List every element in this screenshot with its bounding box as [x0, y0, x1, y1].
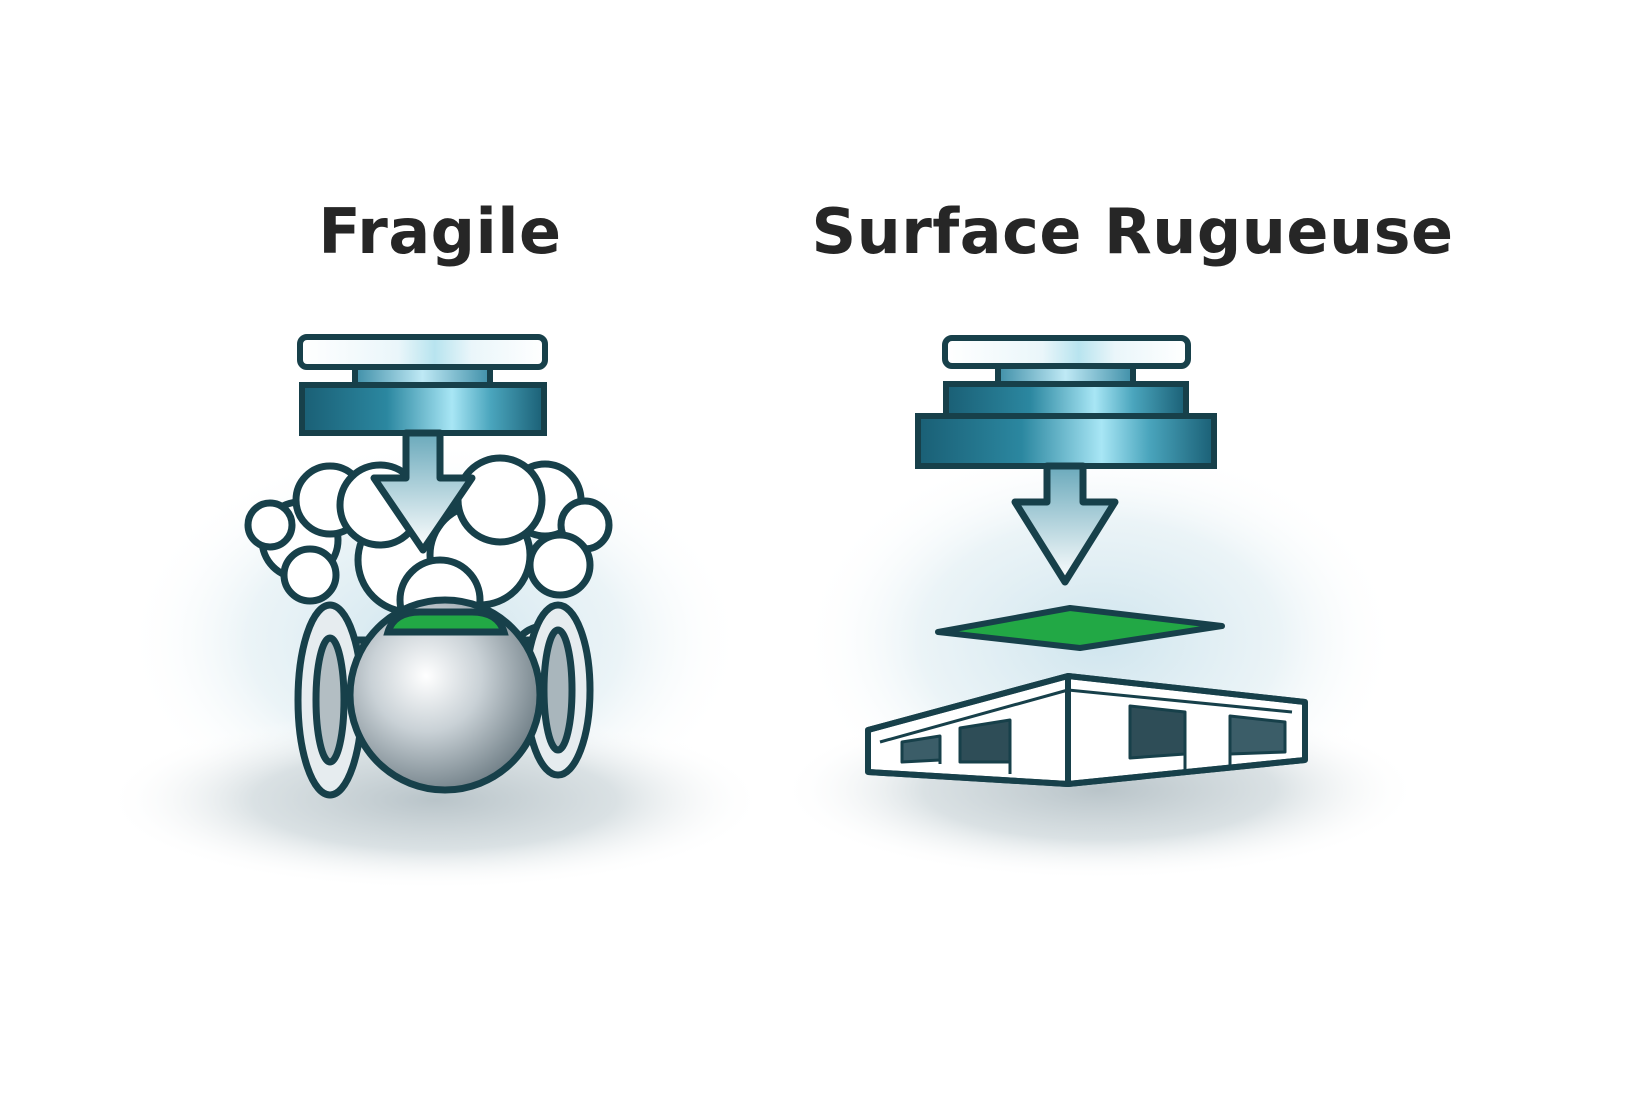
suction-cup-icon [915, 335, 1217, 469]
title-rough-surface: Surface Rugueuse [811, 195, 1454, 268]
title-fragile: Fragile [318, 195, 562, 268]
suction-pad-icon [935, 605, 1225, 651]
suction-cup-icon [297, 334, 548, 436]
down-arrow-icon [370, 429, 476, 554]
pallet-icon [865, 673, 1308, 787]
valve-icon [294, 596, 594, 799]
fragile-scene [105, 334, 765, 890]
down-arrow-icon [1011, 462, 1119, 586]
rough-surface-scene [780, 335, 1420, 880]
